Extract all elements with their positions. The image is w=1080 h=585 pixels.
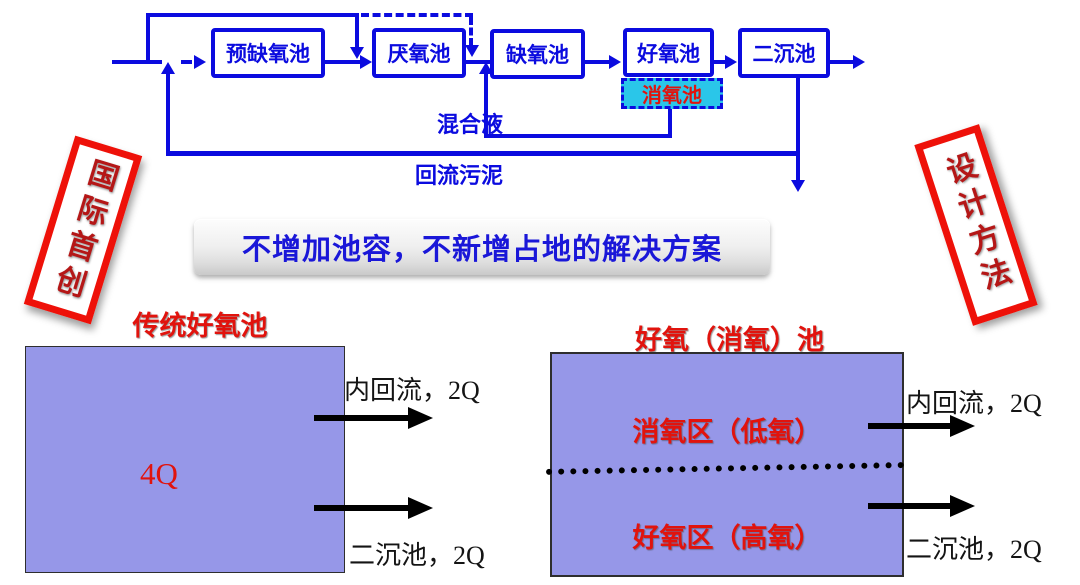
- arrow-up-icon: [479, 62, 493, 74]
- bypass-dashed-line: [361, 13, 473, 17]
- mixed-liquor-drop: [668, 109, 672, 136]
- to-clarifier-label: 二沉池，2Q: [906, 535, 1042, 564]
- arrow-right-icon: [194, 55, 206, 69]
- solution-banner: 不增加池容，不新增占地的解决方案: [194, 219, 770, 275]
- bypass-dashed-drop: [469, 17, 473, 46]
- stamp-right-text: 设计方法: [937, 149, 1016, 301]
- to-clarifier-arrow: [314, 505, 410, 511]
- deox-zone-label: 消氧区（低氧）: [632, 417, 822, 447]
- arrow-right-icon: [609, 55, 621, 69]
- tank-box-clarifier: 二沉池: [738, 28, 830, 78]
- waste-sludge-line: [796, 156, 800, 182]
- to-clarifier-arrow: [868, 503, 952, 509]
- stamp-design-method: 设计方法: [914, 124, 1038, 326]
- aerobic-zone-label: 好氧区（高氧）: [632, 523, 822, 553]
- to-clarifier-label: 二沉池，2Q: [349, 541, 485, 570]
- arrow-right-icon: [950, 495, 975, 517]
- bypass-riser-line: [146, 13, 150, 64]
- internal-recycle-arrow: [314, 415, 410, 421]
- clarifier-down-line: [796, 76, 800, 153]
- arrow-right-icon: [408, 407, 433, 429]
- mixed-liquor-line: [484, 134, 672, 138]
- tank-box-anoxic: 缺氧池: [490, 29, 585, 79]
- effluent-line: [829, 60, 855, 64]
- arrow-right-icon: [360, 55, 372, 69]
- bypass-drop-line: [355, 13, 359, 49]
- mixed-liquor-label: 混合液: [437, 112, 504, 137]
- stamp-international-first: 国际首创: [23, 135, 143, 325]
- traditional-tank-box: [25, 346, 345, 573]
- arrow-down-icon: [465, 45, 479, 57]
- arrow-right-icon: [725, 55, 737, 69]
- return-sludge-line: [166, 151, 800, 156]
- internal-recycle-label: 内回流，2Q: [344, 376, 480, 405]
- connector-line: [583, 60, 611, 64]
- inlet-dash: [181, 60, 192, 64]
- tank-box-deoxygenation: 消氧池: [621, 78, 723, 109]
- connector-line: [323, 60, 361, 64]
- internal-recycle-arrow: [868, 423, 952, 429]
- return-sludge-riser: [166, 74, 170, 153]
- tank-box-pre-anoxic: 预缺氧池: [211, 28, 325, 78]
- traditional-volume-label: 4Q: [140, 456, 178, 491]
- new-tank-title: 好氧（消氧）池: [635, 325, 824, 355]
- internal-recycle-label: 内回流，2Q: [906, 389, 1042, 418]
- tank-box-aerobic: 好氧池: [623, 28, 714, 77]
- new-tank-box: [550, 352, 904, 577]
- connector-line: [712, 60, 727, 64]
- stamp-left-text: 国际首创: [46, 154, 121, 306]
- influent-line: [112, 60, 162, 64]
- bypass-top-line: [146, 13, 359, 17]
- mixed-liquor-riser: [484, 74, 488, 136]
- tank-box-anaerobic: 厌氧池: [372, 28, 466, 78]
- arrow-up-icon: [161, 62, 175, 74]
- arrow-right-icon: [408, 497, 433, 519]
- traditional-tank-title: 传统好氧池: [132, 311, 268, 341]
- arrow-down-icon: [791, 180, 805, 192]
- arrow-right-icon: [853, 55, 865, 69]
- arrow-right-icon: [950, 415, 975, 437]
- return-sludge-label: 回流污泥: [415, 163, 504, 188]
